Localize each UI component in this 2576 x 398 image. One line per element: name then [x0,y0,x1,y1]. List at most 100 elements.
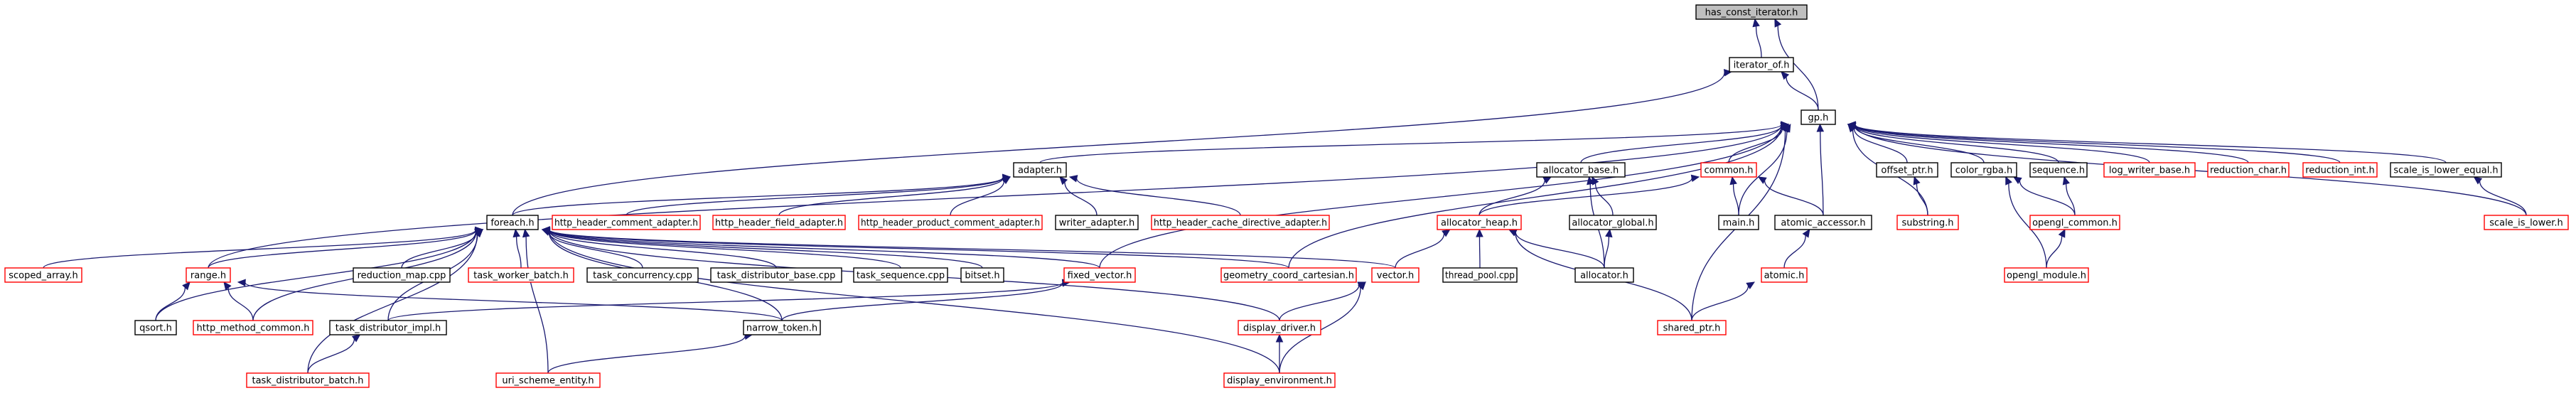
node-box[interactable] [2029,162,2088,178]
node-box[interactable] [712,215,846,230]
node-box[interactable] [858,215,1043,230]
node-reduction-map[interactable]: reduction_map.cpp [353,267,451,283]
node-box[interactable] [1437,215,1522,230]
node-box[interactable] [2029,215,2120,230]
node-qsort[interactable]: qsort.h [134,320,177,335]
node-http-method-common[interactable]: http_method_common.h [193,320,313,335]
node-box[interactable] [552,215,701,230]
node-allocator[interactable]: allocator.h [1574,267,1634,283]
node-box[interactable] [1700,162,1757,178]
node-http-header-comment-adapter[interactable]: http_header_comment_adapter.h [552,215,701,230]
node-box[interactable] [246,372,370,388]
node-has-const-iterator[interactable]: has_const_iterator.h [1695,4,1808,20]
node-http-header-product-comment-adapter[interactable]: http_header_product_comment_adapter.h [858,215,1043,230]
node-box[interactable] [134,320,177,335]
node-box[interactable] [468,267,574,283]
node-box[interactable] [353,267,451,283]
node-box[interactable] [1569,215,1657,230]
node-box[interactable] [1220,267,1357,283]
node-task-sequence[interactable]: task_sequence.cpp [853,267,948,283]
node-box[interactable] [1371,267,1420,283]
node-box[interactable] [2390,162,2502,178]
node-geometry-coord-cartesian[interactable]: geometry_coord_cartesian.h [1220,267,1357,283]
node-gp[interactable]: gp.h [1800,109,1836,125]
node-display-environment[interactable]: display_environment.h [1223,372,1336,388]
node-allocator-base[interactable]: allocator_base.h [1536,162,1626,178]
node-box[interactable] [2302,162,2378,178]
node-box[interactable] [1238,320,1321,335]
node-box[interactable] [1063,267,1136,283]
node-offset-ptr[interactable]: offset_ptr.h [1876,162,1938,178]
node-scoped-array[interactable]: scoped_array.h [4,267,82,283]
node-bitset[interactable]: bitset.h [960,267,1004,283]
node-box[interactable] [1896,215,1959,230]
node-uri-scheme-entity[interactable]: uri_scheme_entity.h [495,372,601,388]
node-box[interactable] [4,267,82,283]
node-log-writer-base[interactable]: log_writer_base.h [2103,162,2196,178]
node-box[interactable] [1718,215,1759,230]
node-range[interactable]: range.h [186,267,231,283]
node-task-distributor-impl[interactable]: task_distributor_impl.h [329,320,447,335]
node-common[interactable]: common.h [1700,162,1757,178]
node-sequence[interactable]: sequence.h [2029,162,2088,178]
node-http-header-cache-directive-adapter[interactable]: http_header_cache_directive_adapter.h [1151,215,1330,230]
node-box[interactable] [1729,57,1794,72]
node-box[interactable] [1800,109,1836,125]
node-box[interactable] [1950,162,2017,178]
node-main[interactable]: main.h [1718,215,1759,230]
node-allocator-global[interactable]: allocator_global.h [1569,215,1657,230]
node-box[interactable] [2103,162,2196,178]
node-box[interactable] [586,267,699,283]
node-fixed-vector[interactable]: fixed_vector.h [1063,267,1136,283]
node-scale-is-lower[interactable]: scale_is_lower.h [2484,215,2569,230]
node-http-header-field-adapter[interactable]: http_header_field_adapter.h [712,215,846,230]
node-box[interactable] [1657,320,1727,335]
node-atomic-accessor[interactable]: atomic_accessor.h [1774,215,1872,230]
node-box[interactable] [1442,267,1518,283]
node-adapter[interactable]: adapter.h [1013,162,1067,178]
node-thread-pool[interactable]: thread_pool.cpp [1442,267,1518,283]
node-box[interactable] [1151,215,1330,230]
node-box[interactable] [1574,267,1634,283]
node-box[interactable] [960,267,1004,283]
node-vector[interactable]: vector.h [1371,267,1420,283]
node-narrow-token[interactable]: narrow_token.h [743,320,821,335]
node-task-worker-batch[interactable]: task_worker_batch.h [468,267,574,283]
node-box[interactable] [743,320,821,335]
node-opengl-common[interactable]: opengl_common.h [2029,215,2120,230]
node-box[interactable] [1761,267,1808,283]
node-task-concurrency[interactable]: task_concurrency.cpp [586,267,699,283]
node-box[interactable] [2484,215,2569,230]
node-box[interactable] [1695,4,1808,20]
node-reduction-int[interactable]: reduction_int.h [2302,162,2378,178]
node-task-distributor-base[interactable]: task_distributor_base.cpp [710,267,842,283]
node-opengl-module[interactable]: opengl_module.h [2004,267,2089,283]
node-box[interactable] [2207,162,2290,178]
node-display-driver[interactable]: display_driver.h [1238,320,1321,335]
node-box[interactable] [1223,372,1336,388]
node-box[interactable] [1055,215,1139,230]
node-box[interactable] [329,320,447,335]
node-box[interactable] [853,267,948,283]
node-reduction-char[interactable]: reduction_char.h [2207,162,2290,178]
node-box[interactable] [486,215,539,230]
node-shared-ptr[interactable]: shared_ptr.h [1657,320,1727,335]
node-atomic[interactable]: atomic.h [1761,267,1808,283]
node-box[interactable] [186,267,231,283]
node-task-distributor-batch[interactable]: task_distributor_batch.h [246,372,370,388]
node-substring[interactable]: substring.h [1896,215,1959,230]
node-box[interactable] [1876,162,1938,178]
node-writer-adapter[interactable]: writer_adapter.h [1055,215,1139,230]
node-iterator-of[interactable]: iterator_of.h [1729,57,1794,72]
node-color-rgba[interactable]: color_rgba.h [1950,162,2017,178]
node-box[interactable] [1536,162,1626,178]
node-box[interactable] [1774,215,1872,230]
node-box[interactable] [710,267,842,283]
node-box[interactable] [1013,162,1067,178]
node-box[interactable] [2004,267,2089,283]
node-foreach[interactable]: foreach.h [486,215,539,230]
node-box[interactable] [193,320,313,335]
node-allocator-heap[interactable]: allocator_heap.h [1437,215,1522,230]
node-scale-is-lower-equal[interactable]: scale_is_lower_equal.h [2390,162,2502,178]
node-box[interactable] [495,372,601,388]
